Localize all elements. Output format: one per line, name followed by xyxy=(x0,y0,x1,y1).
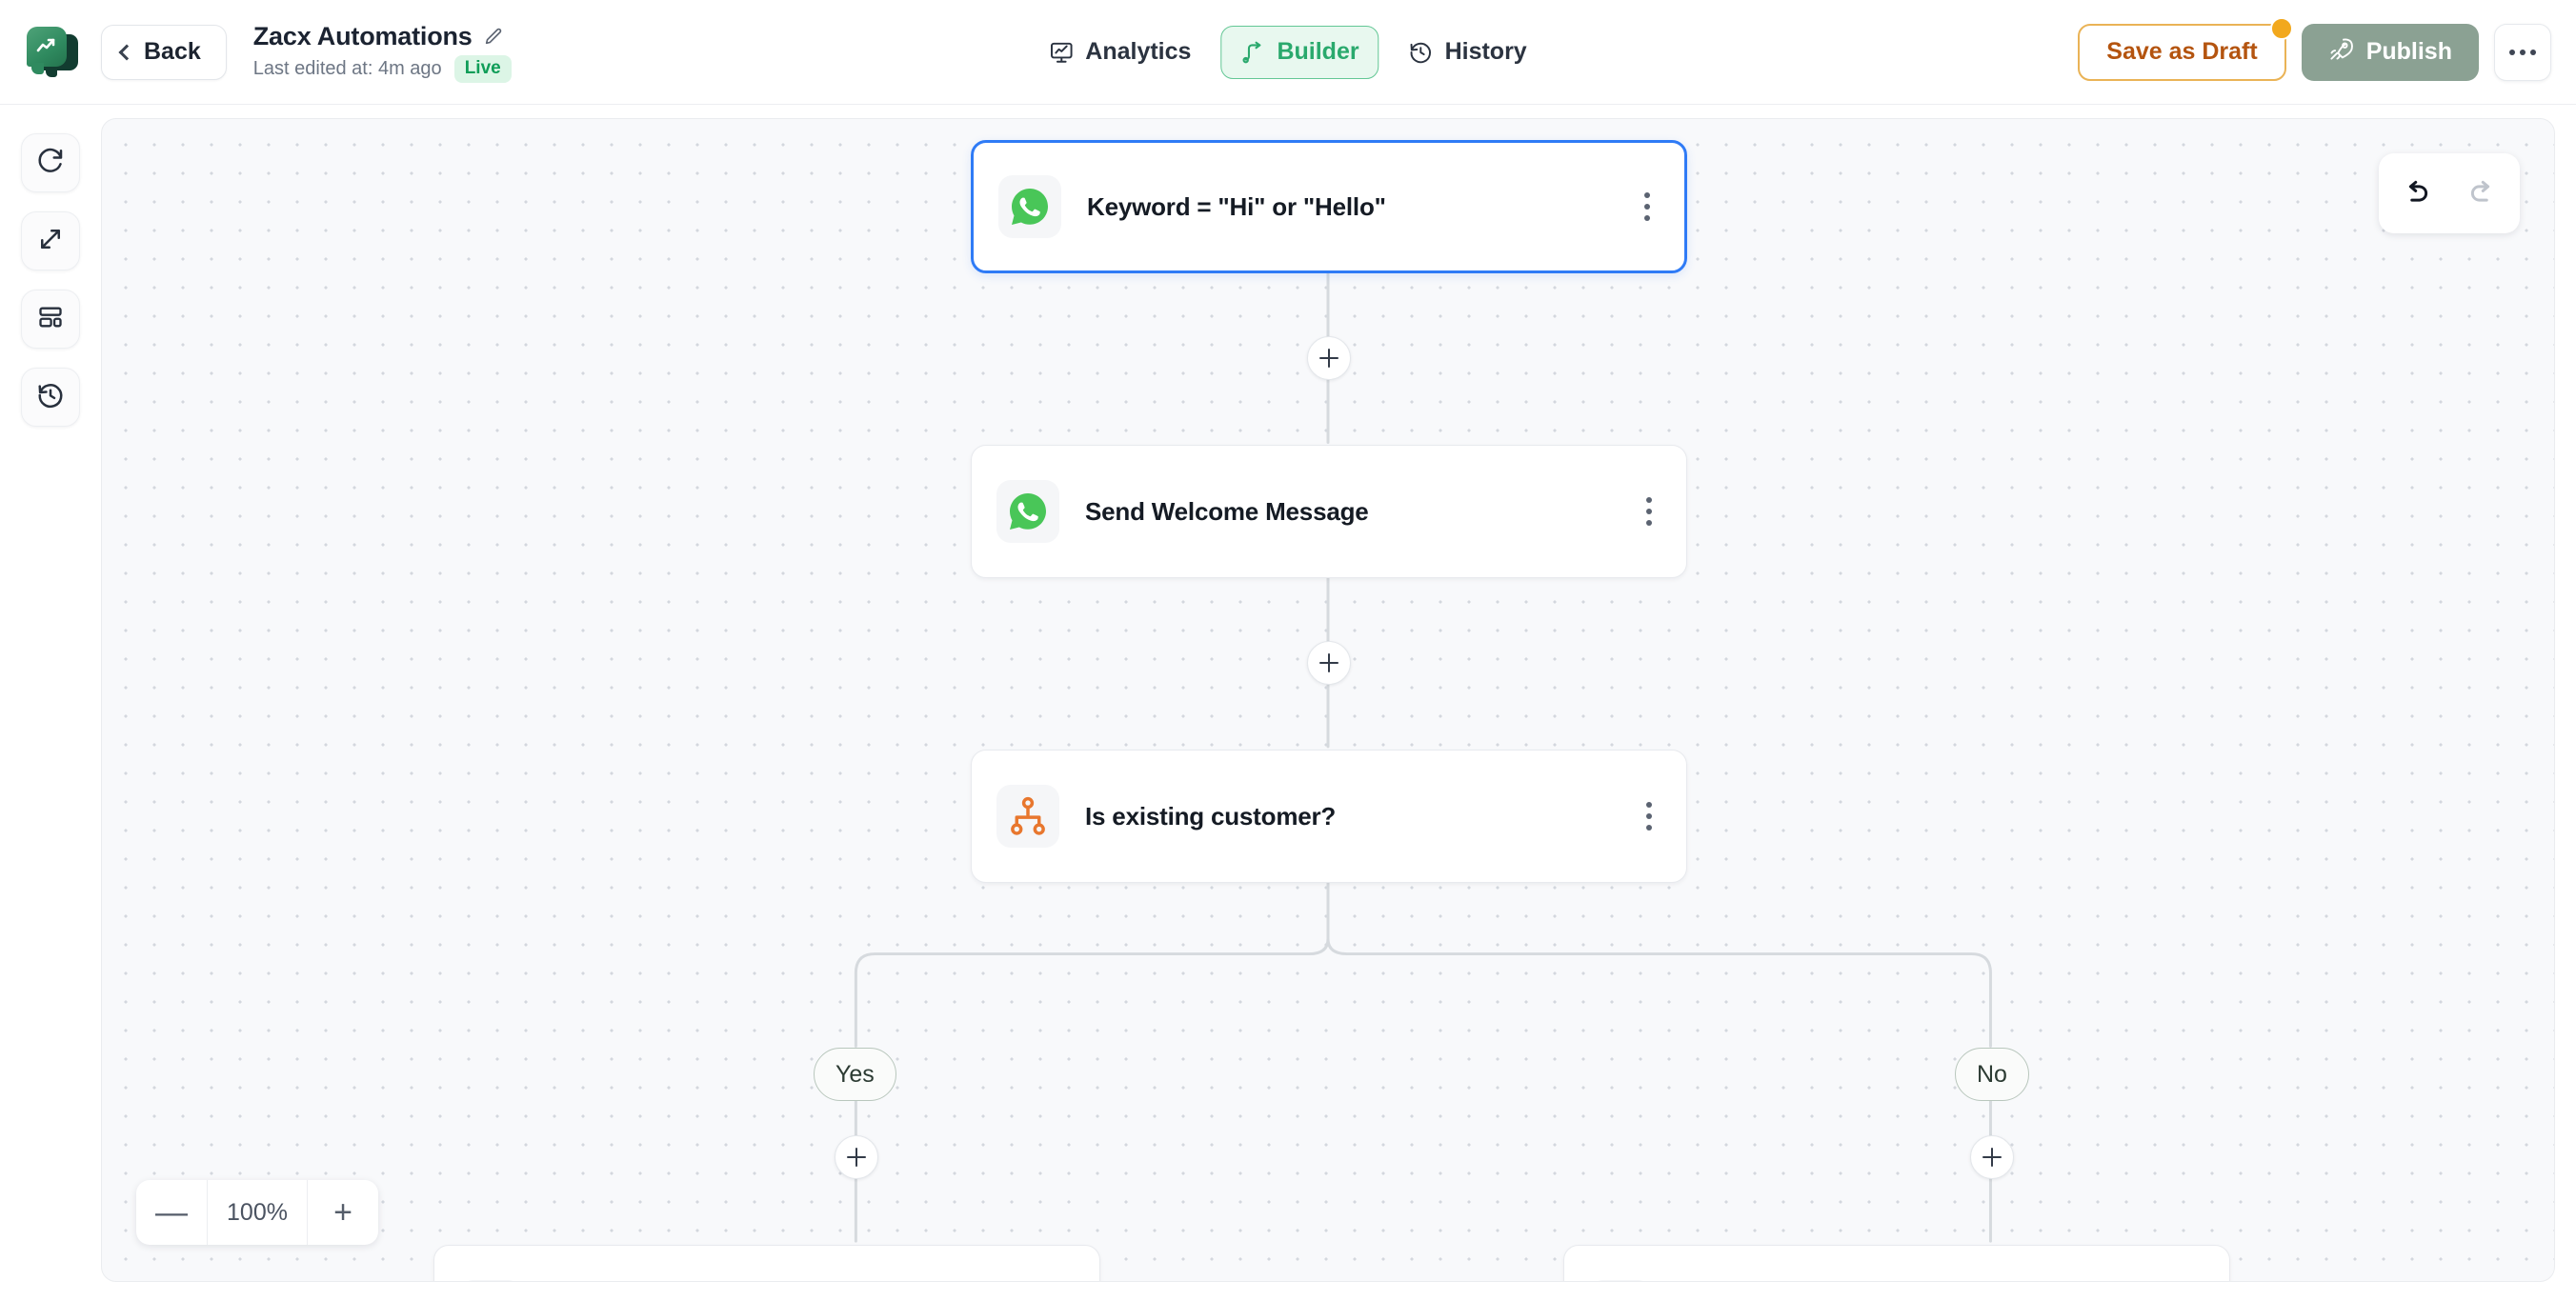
flow-canvas[interactable]: Keyword = "Hi" or "Hello" Send Welcome M… xyxy=(101,118,2555,1282)
flow-node-decision[interactable]: Is existing customer? xyxy=(971,750,1687,883)
ellipsis-icon xyxy=(2530,49,2536,55)
back-button[interactable]: Back xyxy=(101,24,227,80)
publish-button[interactable]: Publish xyxy=(2301,23,2479,81)
zoom-out-button[interactable]: — xyxy=(136,1180,207,1245)
ellipsis-icon xyxy=(2520,49,2526,55)
flow-node-send-product-details[interactable]: Send Product Details xyxy=(1563,1245,2230,1281)
tab-builder-label: Builder xyxy=(1277,38,1359,65)
more-options-button[interactable] xyxy=(2494,23,2551,81)
tab-analytics-label: Analytics xyxy=(1085,38,1192,65)
tab-history-label: History xyxy=(1444,38,1527,65)
tab-builder[interactable]: Builder xyxy=(1220,25,1379,79)
minus-icon: — xyxy=(155,1193,188,1231)
back-button-label: Back xyxy=(144,38,201,65)
flow-node-send-welcome-message[interactable]: Send Welcome Message xyxy=(971,445,1687,578)
add-node-button-no-branch[interactable] xyxy=(1970,1135,2014,1179)
chevron-left-icon xyxy=(118,44,135,61)
app-logo-icon xyxy=(25,25,80,80)
branch-label-no[interactable]: No xyxy=(1955,1048,2029,1101)
undo-redo-group xyxy=(2379,153,2520,233)
flow-connectors xyxy=(854,271,1992,1243)
plus-icon: + xyxy=(333,1193,352,1231)
reset-icon xyxy=(36,147,65,180)
rail-button-history[interactable] xyxy=(21,368,80,427)
undo-icon[interactable] xyxy=(2400,177,2432,210)
flow-node-label: Send Welcome Message xyxy=(1085,496,1369,526)
canvas-tool-rail xyxy=(21,133,80,427)
branch-label-yes[interactable]: Yes xyxy=(814,1048,896,1101)
redo-icon[interactable] xyxy=(2466,177,2499,210)
top-bar-actions: Save as Draft Publish xyxy=(2078,16,2551,81)
flow-arrow-icon xyxy=(1240,40,1265,65)
ellipsis-icon xyxy=(2509,49,2515,55)
flow-title-block: Zacx Automations Last edited at: 4m ago … xyxy=(253,22,512,83)
flow-node-label: Keyword = "Hi" or "Hello" xyxy=(1087,191,1386,221)
kebab-menu-icon[interactable] xyxy=(1635,183,1660,230)
history-clock-icon xyxy=(36,381,65,414)
whatsapp-icon xyxy=(996,480,1059,543)
tab-history[interactable]: History xyxy=(1389,26,1547,79)
pencil-icon[interactable] xyxy=(483,26,504,47)
kebab-menu-icon[interactable] xyxy=(1637,792,1661,840)
top-bar: Back Zacx Automations Last edited at: 4m… xyxy=(0,0,2576,105)
branch-label-no-text: No xyxy=(1977,1060,2007,1088)
branch-label-yes-text: Yes xyxy=(835,1060,875,1088)
save-as-draft-label: Save as Draft xyxy=(2106,38,2258,65)
unsaved-changes-dot xyxy=(2269,16,2293,40)
page-title: Zacx Automations xyxy=(252,21,473,50)
whatsapp-icon xyxy=(998,175,1061,238)
publish-label: Publish xyxy=(2365,38,2452,65)
rail-button-expand[interactable] xyxy=(21,211,80,270)
tab-analytics[interactable]: Analytics xyxy=(1029,26,1211,79)
whatsapp-icon xyxy=(1589,1280,1652,1281)
rocket-icon xyxy=(2328,36,2354,69)
kebab-menu-icon[interactable] xyxy=(1637,488,1661,535)
nav-tabs: Analytics Builder xyxy=(1029,25,1547,79)
save-as-draft-button[interactable]: Save as Draft xyxy=(2078,16,2293,81)
flow-node-label: Is existing customer? xyxy=(1085,801,1337,831)
agent-icon xyxy=(459,1280,522,1281)
layout-icon xyxy=(37,304,64,335)
clock-rewind-icon xyxy=(1409,40,1434,65)
monitor-chart-icon xyxy=(1049,40,1074,65)
zoom-controls: — 100% + xyxy=(136,1180,378,1245)
flow-node-assign-to-support-agent[interactable]: Assign to Support Agent xyxy=(433,1245,1100,1281)
rail-button-reset[interactable] xyxy=(21,133,80,192)
zoom-level-label: 100% xyxy=(207,1180,308,1245)
status-badge: Live xyxy=(453,54,512,83)
add-node-button-yes-branch[interactable] xyxy=(835,1135,878,1179)
add-node-button-after-welcome[interactable] xyxy=(1307,641,1351,685)
branch-icon xyxy=(996,785,1059,848)
add-node-button-after-trigger[interactable] xyxy=(1307,336,1351,380)
last-edited-text: Last edited at: 4m ago xyxy=(252,57,442,79)
flow-node-trigger[interactable]: Keyword = "Hi" or "Hello" xyxy=(971,140,1687,273)
zoom-in-button[interactable]: + xyxy=(308,1180,378,1245)
expand-icon xyxy=(36,225,65,258)
rail-button-layout[interactable] xyxy=(21,290,80,349)
